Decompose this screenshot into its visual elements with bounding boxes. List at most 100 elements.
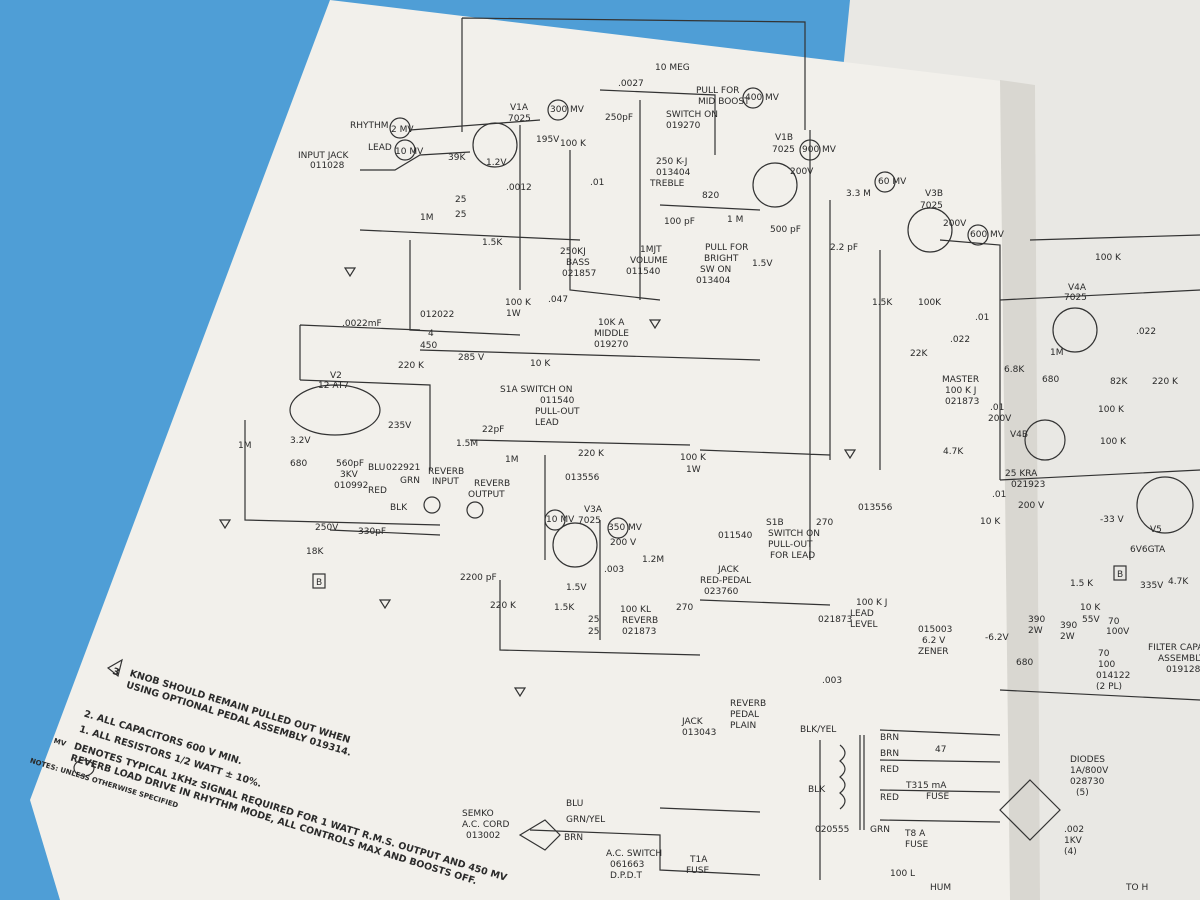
- label-middle: 10K A: [598, 318, 625, 328]
- label-diodes: DIODES: [1070, 755, 1105, 765]
- label-pull-bright-pn: 013404: [696, 276, 731, 286]
- label-r100k: 100 K: [560, 139, 587, 149]
- label-c330pf: 330pF: [358, 527, 386, 537]
- diode-bridge: [999, 779, 1061, 841]
- note-triangle-num: 3: [111, 666, 121, 678]
- label-pull-mid-pn: 019270: [666, 121, 701, 131]
- mv-tag-60: [874, 171, 896, 193]
- wire-ac: [529, 807, 761, 876]
- label-red3: RED: [880, 793, 899, 803]
- label-semko-pn: 013002: [466, 831, 500, 841]
- mv-tag-300: [547, 99, 569, 121]
- label-zener: 015003: [918, 625, 952, 635]
- label-c010992: 010992: [334, 481, 368, 491]
- label-r220k-d: 220 K: [1152, 377, 1179, 387]
- label-v1a-type: 7025: [508, 114, 531, 124]
- label-jack-red: JACK: [717, 565, 740, 575]
- note-mv-symbol: [73, 759, 95, 777]
- label-ac-sw-pn: 061663: [610, 860, 644, 870]
- label-brn3: BRN: [564, 833, 583, 843]
- schematic: [73, 17, 1200, 880]
- label-v3a: V3A: [584, 505, 603, 515]
- label-b2: B: [1117, 570, 1123, 580]
- label-semko-2: A.C. CORD: [462, 820, 509, 830]
- label-c01c: .01: [990, 403, 1004, 413]
- label-ac-sw: A.C. SWITCH: [606, 849, 662, 859]
- label-v250: 250V: [315, 523, 339, 533]
- ground-symbol: [218, 267, 857, 698]
- label-r270: 270: [676, 603, 693, 613]
- label-r1-5m: 1.5M: [456, 439, 478, 449]
- label-v1b-type: 7025: [772, 145, 795, 155]
- label-zener-2: 6.2 V: [922, 636, 946, 646]
- tube-v4b: [1024, 419, 1066, 461]
- label-v3a-type: 7025: [578, 516, 601, 526]
- label-master-2: 100 K J: [945, 386, 976, 396]
- label-middle-pn: 019270: [594, 340, 629, 350]
- label-lead-level: 100 K J: [856, 598, 887, 608]
- label-c70b: 70: [1098, 649, 1110, 659]
- label-blu2: BLU: [566, 799, 583, 809]
- label-r220k: 220 K: [398, 361, 425, 371]
- label-s1b-2: SWITCH ON: [768, 529, 820, 539]
- label-r820: 820: [702, 191, 719, 201]
- label-c22pf: 22pF: [482, 425, 504, 435]
- label-v2: V2: [330, 371, 342, 381]
- label-filter-3: 019128: [1166, 665, 1200, 675]
- label-bass-pn: 021857: [562, 269, 596, 279]
- label-r1-2m: 1.2M: [642, 555, 664, 565]
- label-v5: V5: [1150, 525, 1162, 535]
- label-r100k-c: 100 K: [680, 453, 707, 463]
- label-reverb-pot-2: REVERB: [622, 616, 658, 626]
- label-c2pl: (2 PL): [1096, 682, 1122, 692]
- mv-tag-lead: [394, 139, 416, 161]
- label-s1b: S1B: [766, 518, 784, 528]
- component-labels: RHYTHM 2 MV LEAD 10 MV INPUT JACK 011028…: [238, 63, 1200, 893]
- page-fold-shadow: [1000, 80, 1040, 900]
- label-kra: 25 KRA: [1005, 469, 1038, 479]
- label-c022b: .022: [1136, 327, 1156, 337]
- label-red: RED: [368, 486, 387, 496]
- label-r680: 680: [290, 459, 307, 469]
- label-r2w: 2W: [1028, 626, 1043, 636]
- label-v200b: 200 V: [610, 538, 637, 548]
- label-input-jack: INPUT JACK: [298, 151, 350, 161]
- label-r4-7k-b: 4.7K: [1168, 577, 1189, 587]
- label-jack-plain-pn: 013043: [682, 728, 716, 738]
- label-s1b-4: FOR LEAD: [770, 551, 815, 561]
- label-t315: T315 mA: [905, 781, 947, 791]
- label-pull-mid-2: MID BOOST: [698, 97, 750, 107]
- label-v1b: V1B: [775, 133, 793, 143]
- label-master: MASTER: [942, 375, 979, 385]
- tube-v3a: [552, 522, 598, 568]
- label-ac-sw-2: D.P.D.T: [610, 871, 642, 881]
- label-fuse3: FUSE: [686, 866, 709, 876]
- label-lead-level-pn: 021873: [818, 615, 852, 625]
- label-v1a-mv: 300 MV: [550, 105, 585, 115]
- label-fuse: FUSE: [926, 792, 949, 802]
- label-r39k: 39K: [448, 153, 466, 163]
- label-pull-mid-3: SWITCH ON: [666, 110, 718, 120]
- wire-lead: [699, 130, 831, 606]
- label-r1m: 1 M: [727, 215, 743, 225]
- label-v1-5b: 1.5V: [566, 583, 587, 593]
- label-blk-yel: BLK/YEL: [800, 725, 836, 735]
- label-c2200pf: 2200 pF: [460, 573, 497, 583]
- label-r100l: 100 L: [890, 869, 915, 879]
- label-lead-mv: 10 MV: [395, 147, 424, 157]
- label-input-jack-pn: 011028: [310, 161, 345, 171]
- label-reverb-output: REVERB: [474, 479, 510, 489]
- label-v335: 335V: [1140, 581, 1164, 591]
- label-s1a: S1A SWITCH ON: [500, 385, 572, 395]
- label-blk2: BLK: [808, 785, 826, 795]
- label-v-33: -33 V: [1100, 515, 1125, 525]
- label-r1-5k: 1.5K: [482, 238, 503, 248]
- wire-reverb: [329, 439, 701, 656]
- label-c70: 70: [1108, 617, 1120, 627]
- label-v3b-mv: 60 MV: [878, 177, 907, 187]
- label-v5-type: 6V6GTA: [1130, 545, 1166, 555]
- label-c002: .002: [1064, 825, 1084, 835]
- label-c55v: 55V: [1082, 615, 1100, 625]
- label-r680b: 680: [1042, 375, 1059, 385]
- label-r100k-d: 100K: [918, 298, 942, 308]
